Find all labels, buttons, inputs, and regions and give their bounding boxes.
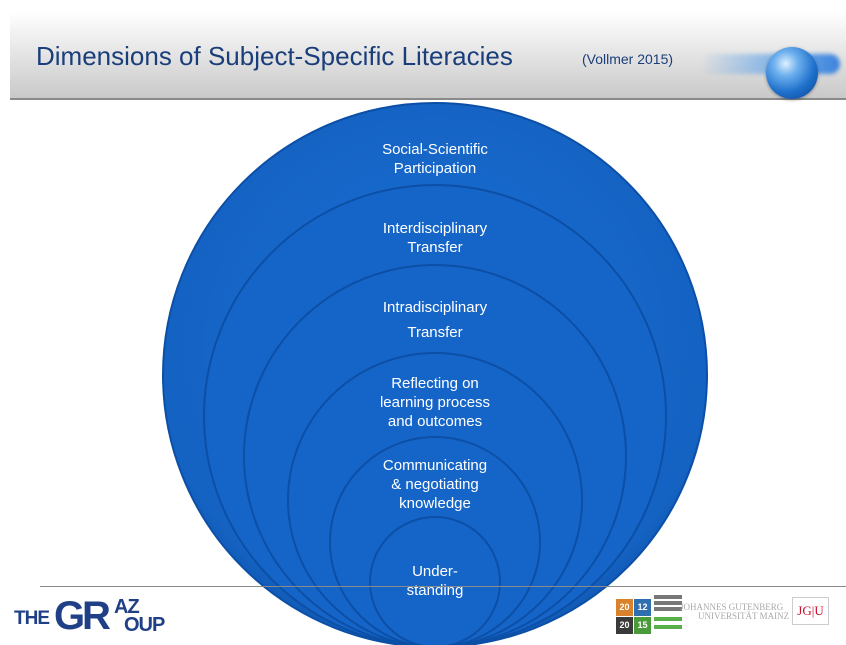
citation: (Vollmer 2015) — [582, 51, 674, 67]
ring-label-line: & negotiating — [391, 476, 479, 493]
emblem-text-line — [654, 595, 682, 599]
ring-label-line: Intradisciplinary — [382, 299, 488, 316]
year-emblem-logo: 20 12 20 15 — [614, 591, 682, 641]
ring-label-line: learning process — [379, 394, 491, 411]
emblem-text-line — [654, 625, 682, 629]
ring-label-line: Reflecting on — [391, 375, 479, 392]
ring-label-line: Interdisciplinary — [382, 220, 488, 237]
emblem-number: 12 — [634, 599, 651, 616]
ring-label-line: Transfer — [407, 324, 463, 341]
ring-label-line: standing — [406, 582, 464, 599]
emblem-text-line — [654, 607, 682, 611]
label-communicating-negotiating: Communicating & negotiating knowledge — [335, 456, 535, 513]
gutenberg-line2: UNIVERSITÄT MAINZ — [698, 611, 790, 621]
emblem-text-line — [654, 617, 682, 621]
label-understanding: Under-standing — [335, 562, 535, 600]
emblem-number: 15 — [634, 617, 651, 634]
gutenberg-line1: JOHANNES GUTENBERG — [680, 602, 784, 612]
logo-g: G — [54, 594, 86, 638]
label-reflecting-on-learning: Reflecting on learning process and outcome… — [335, 374, 535, 431]
logo-r: R — [82, 594, 111, 638]
footer-divider — [40, 586, 846, 587]
ring-label-line: Under- — [412, 563, 458, 580]
gutenberg-university-logo: JOHANNES GUTENBERG UNIVERSITÄT MAINZ — [680, 600, 789, 622]
logo-oup: OUP — [124, 614, 165, 636]
emblem-number: 20 — [616, 617, 633, 634]
ring-label-line: knowledge — [399, 495, 471, 512]
ring-label-line: Social-Scientific — [382, 141, 488, 158]
slide-title: Dimensions of Subject-Specific Literacie… — [36, 41, 513, 71]
emblem-number: 20 — [616, 599, 633, 616]
logo-the: THE — [14, 608, 50, 629]
ring-label-line: and outcomes — [387, 413, 483, 430]
ring-understanding — [369, 516, 501, 645]
header-orb-icon — [766, 47, 818, 99]
jgu-logo: JG|U — [792, 597, 829, 625]
ring-label-line: Transfer — [407, 239, 463, 256]
ring-label-line: Participation — [393, 160, 477, 177]
ring-label-line: Communicating — [382, 457, 488, 474]
logo-az: AZ — [114, 596, 140, 618]
emblem-text-line — [654, 601, 682, 605]
